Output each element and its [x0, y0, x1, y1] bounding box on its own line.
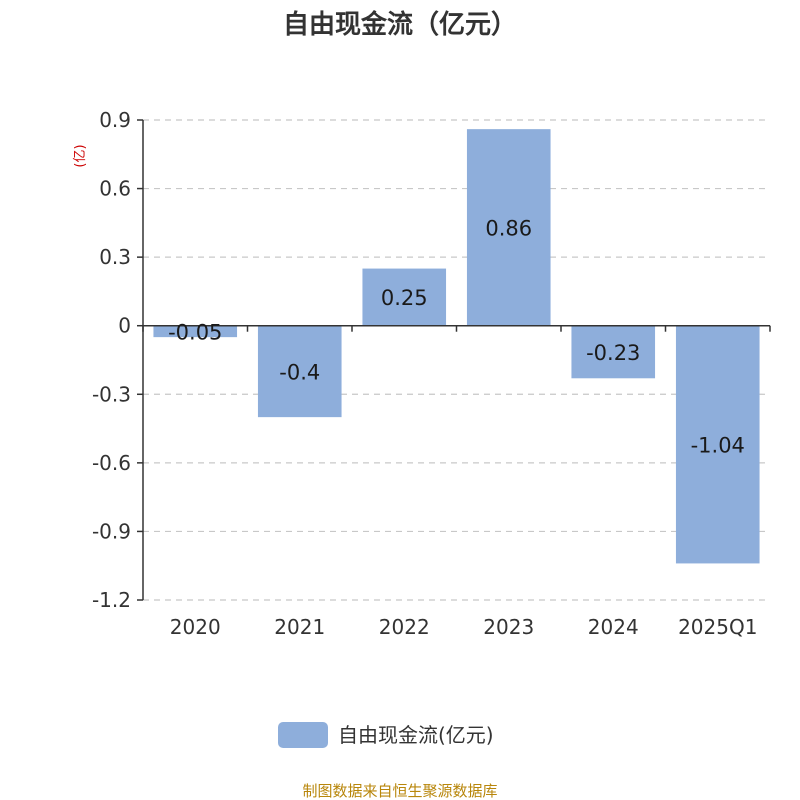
y-tick-label: 0 — [118, 314, 131, 338]
y-tick-label: 0.3 — [99, 245, 131, 269]
legend-swatch — [278, 722, 328, 748]
x-tick-label: 2020 — [170, 615, 221, 639]
grid-lines — [143, 119, 770, 601]
bar-2021[interactable] — [257, 325, 342, 418]
bar-2020[interactable] — [153, 325, 238, 338]
bar-2022[interactable] — [362, 268, 447, 326]
x-tick-label: 2023 — [483, 615, 534, 639]
x-tick-label: 2021 — [274, 615, 325, 639]
data-label: -0.23 — [586, 341, 640, 365]
y-tick-label: -0.3 — [92, 382, 131, 406]
data-label: -0.4 — [279, 360, 320, 384]
data-labels: -0.05 -0.4 0.25 0.86 -0.23 -1.04 — [168, 216, 745, 457]
bars — [153, 129, 760, 564]
y-tick-label: 0.6 — [99, 177, 131, 201]
data-label: 0.25 — [381, 286, 428, 310]
y-tick-label: -1.2 — [92, 588, 131, 612]
x-tick-label: 2025Q1 — [678, 615, 757, 639]
y-axis-unit: (亿) — [73, 144, 88, 167]
x-tick-label: 2022 — [379, 615, 430, 639]
bar-2023[interactable] — [466, 129, 551, 326]
data-label: -1.04 — [691, 434, 745, 458]
y-tick-label: -0.9 — [92, 519, 131, 543]
axes: 0.9 0.6 0.3 0 -0.3 -0.6 -0.9 -1.2 2020 2021 2022 20… — [92, 108, 771, 639]
legend[interactable]: 自由现金流(亿元) — [278, 722, 494, 748]
y-tick-label: -0.6 — [92, 451, 131, 475]
chart-title: 自由现金流（亿元） — [283, 9, 517, 40]
data-label: 0.86 — [485, 216, 532, 240]
bar-2025Q1[interactable] — [675, 325, 760, 564]
y-tick-label: 0.9 — [99, 108, 131, 132]
source-note: 制图数据来自恒生聚源数据库 — [302, 782, 497, 800]
x-tick-label: 2024 — [588, 615, 639, 639]
legend-label: 自由现金流(亿元) — [338, 723, 494, 747]
data-label: -0.05 — [168, 320, 222, 344]
bar-2024[interactable] — [571, 325, 656, 379]
